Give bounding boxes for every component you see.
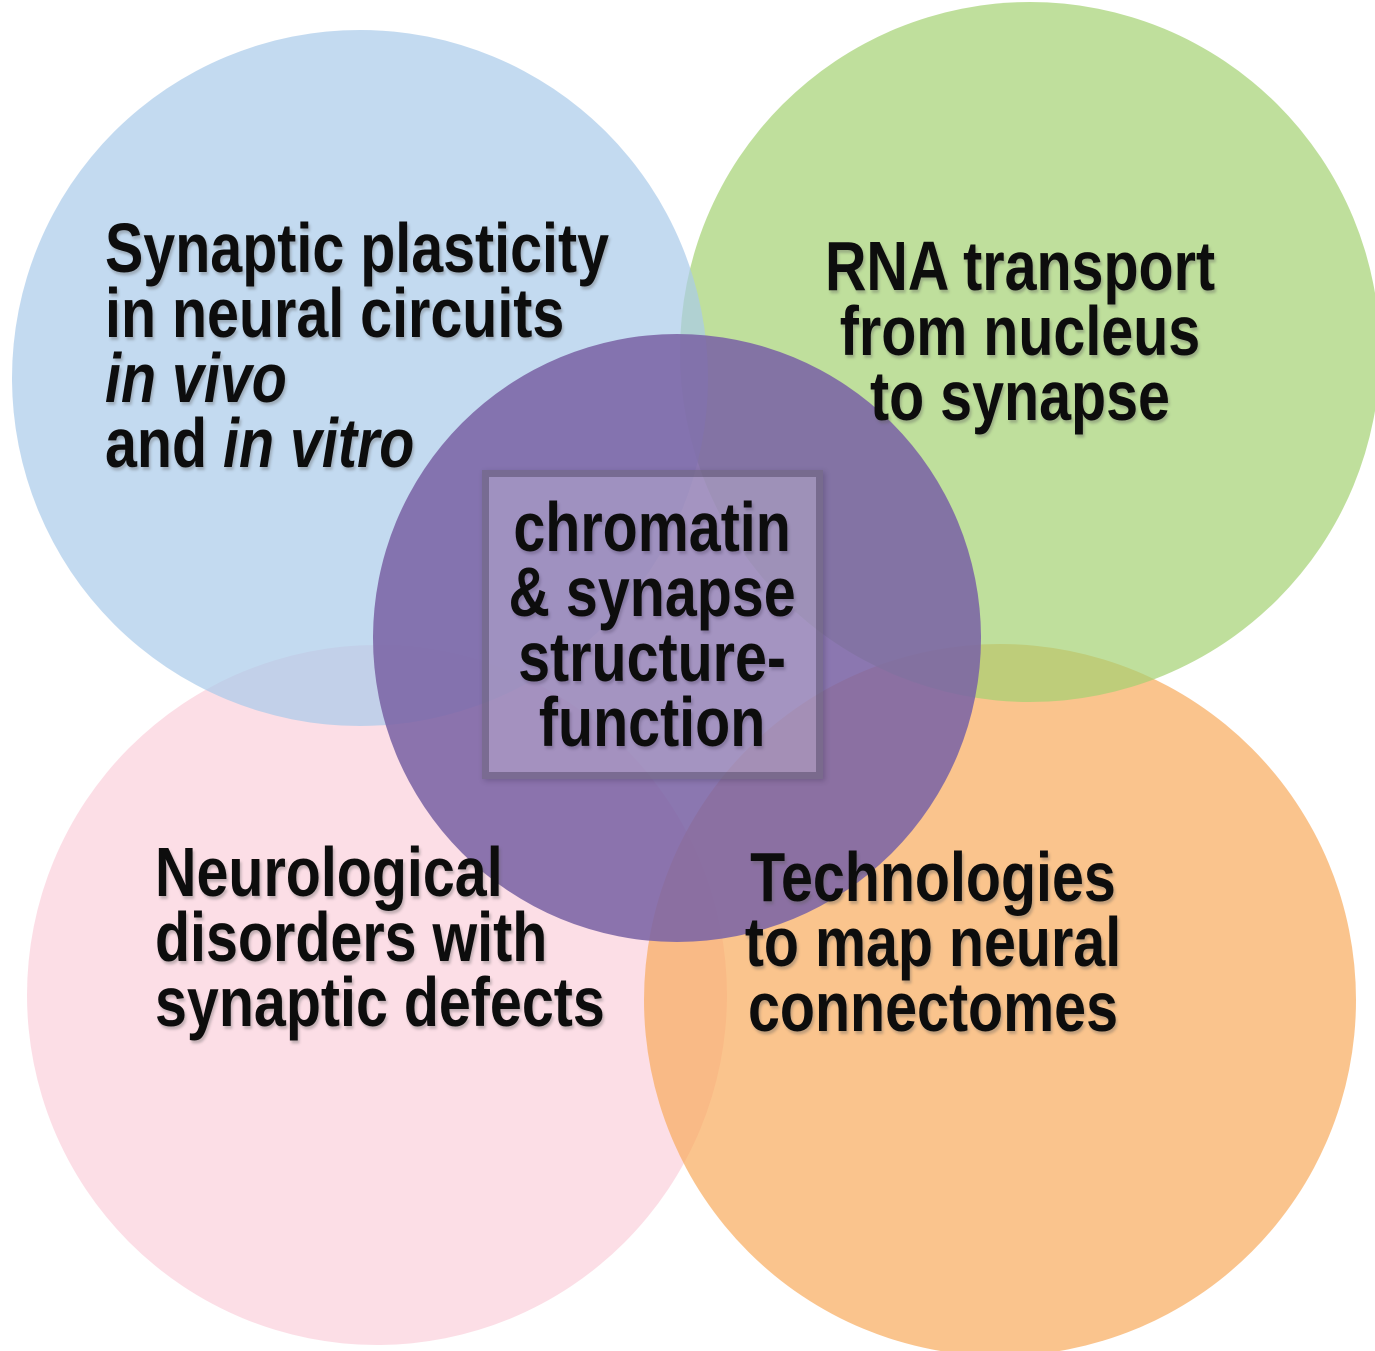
label-line: to synapse [870, 357, 1170, 435]
label-line-italic: in vivo [105, 339, 287, 417]
center-box: chromatin & synapse structure- function [482, 470, 823, 779]
circle-chromatin-synapse-overlay [373, 334, 981, 942]
label-line: Synaptic plasticity [105, 209, 610, 287]
label-line: RNA transport [824, 227, 1216, 305]
label-line: structure- [518, 617, 787, 696]
label-line: from nucleus [839, 292, 1201, 370]
label-line-italic: in vitro [223, 404, 415, 482]
label-line: in neural circuits [105, 274, 565, 352]
label-line: to map neural [744, 903, 1122, 981]
label-line: & synapse [508, 552, 797, 631]
label-line: Technologies [750, 838, 1116, 916]
label-line: chromatin [513, 487, 792, 566]
label-neurological-disorders: Neurological disorders with synaptic def… [155, 833, 605, 1041]
label-technologies: Technologies to map neural connectomes [720, 838, 1146, 1046]
label-chromatin-synapse: chromatin & synapse structure- function [508, 487, 797, 761]
label-line: connectomes [747, 968, 1119, 1046]
label-line: disorders with [155, 898, 548, 976]
label-line: synaptic defects [155, 963, 605, 1041]
label-line-prefix: and [105, 404, 224, 482]
label-line: function [539, 682, 766, 761]
label-rna-transport: RNA transport from nucleus to synapse [807, 227, 1233, 435]
label-line: Neurological [155, 833, 503, 911]
label-synaptic-plasticity: Synaptic plasticity in neural circuits i… [105, 209, 610, 478]
label-line-mixed: and in vitro [105, 408, 609, 478]
